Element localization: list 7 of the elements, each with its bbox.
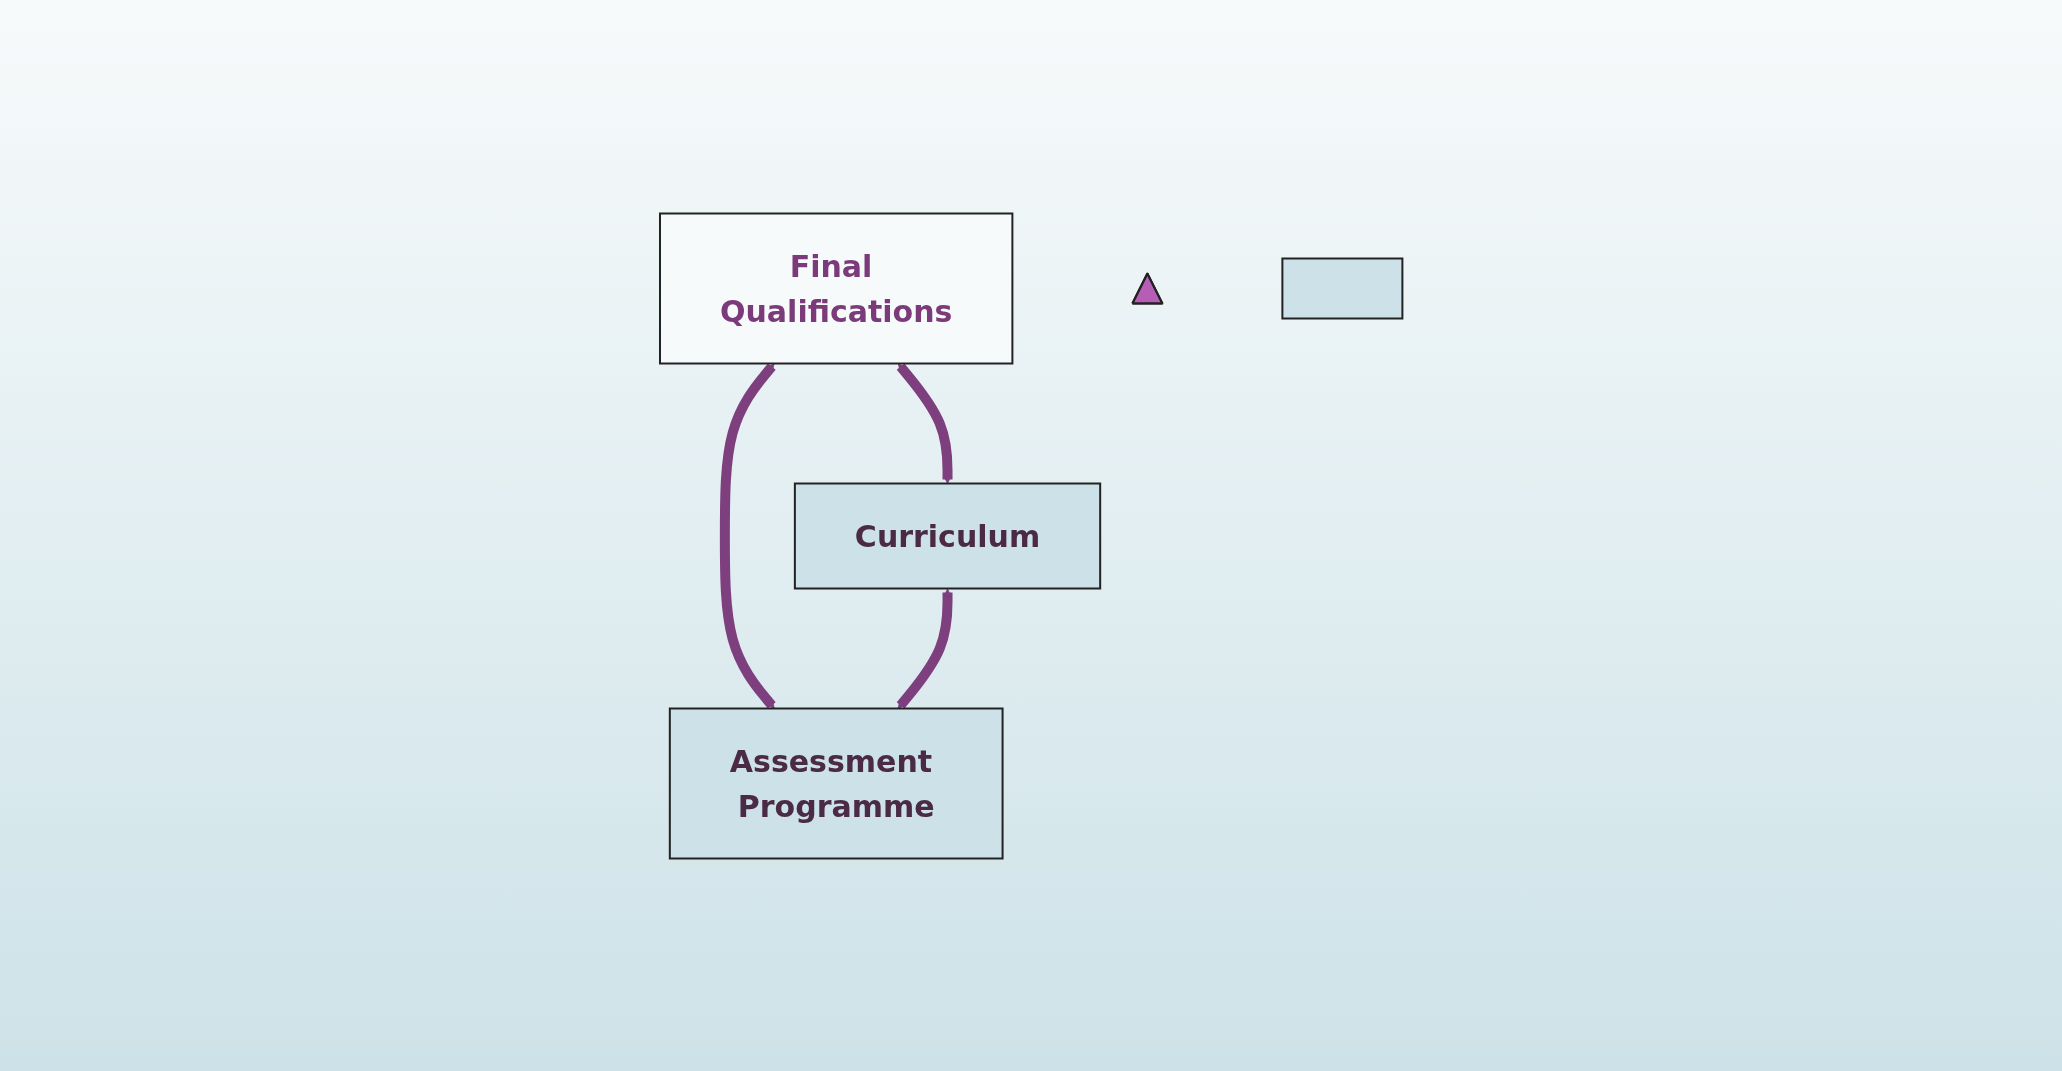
arrow	[719, 362, 776, 709]
node-box: Final Qualifications	[658, 212, 1014, 364]
node-box	[1281, 257, 1404, 319]
arrow	[896, 362, 953, 484]
arrow	[896, 588, 953, 709]
node-box: Assessment Programme	[668, 707, 1004, 859]
node-box: Curriculum	[793, 482, 1101, 589]
